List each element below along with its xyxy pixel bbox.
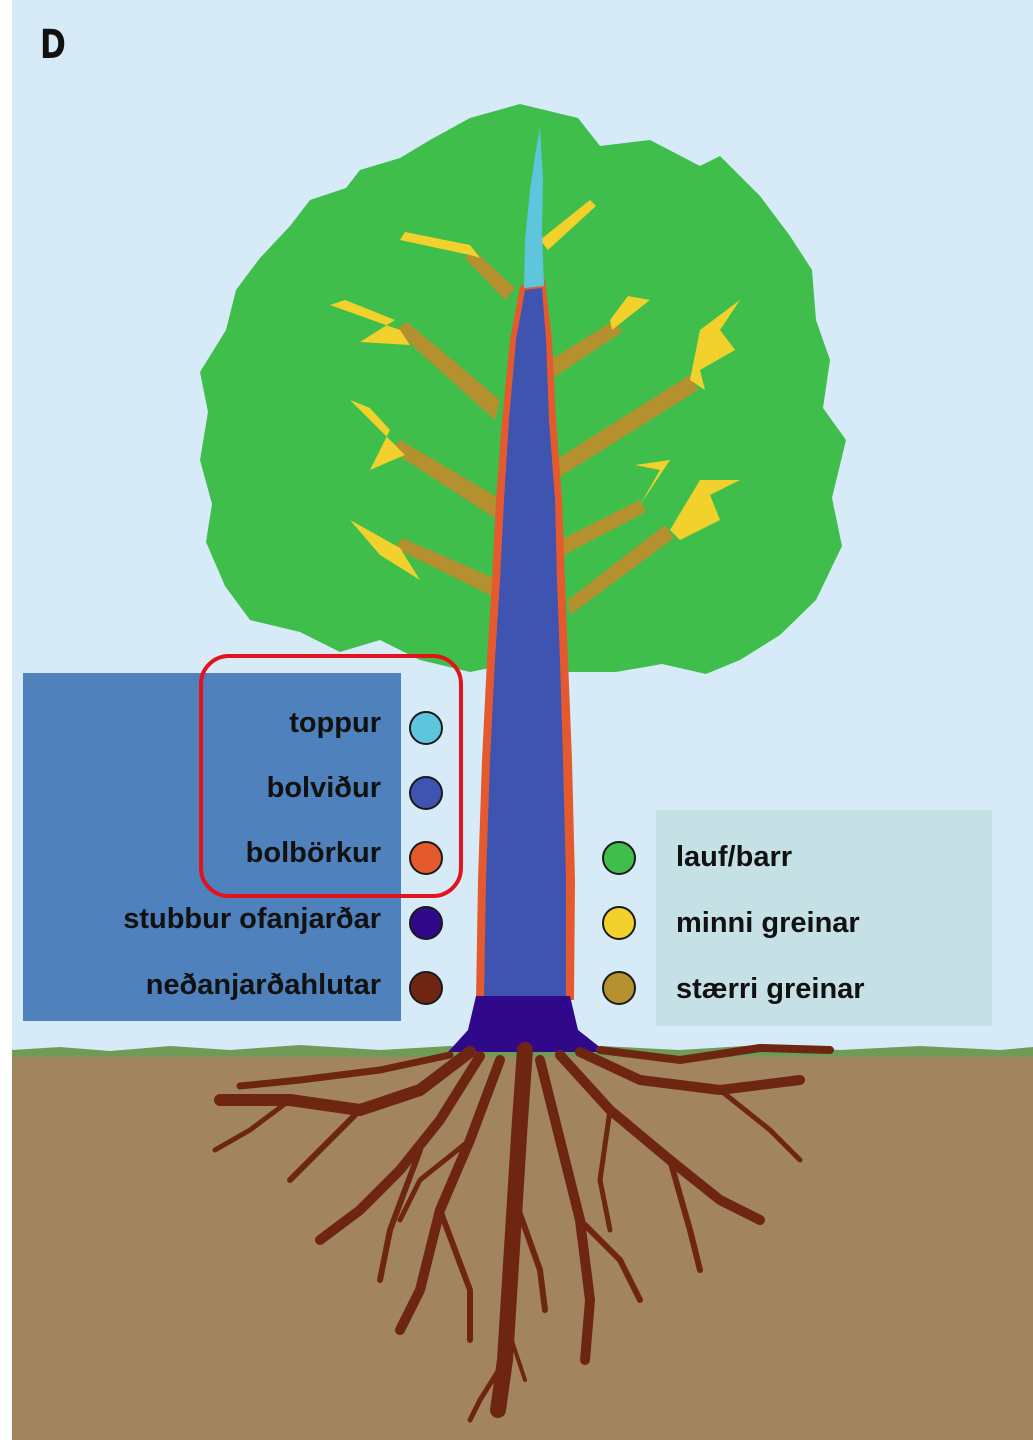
legend-dot-stump <box>409 906 443 940</box>
legend-label-smaller-branches: minni greinar <box>676 909 860 938</box>
legend-dot-roots <box>409 971 443 1005</box>
legend-label-stump: stubbur ofanjarðar <box>123 905 381 934</box>
legend-label-foliage: lauf/barr <box>676 843 792 872</box>
legend-dot-smaller-branches <box>602 906 636 940</box>
panel-letter: D <box>40 22 66 68</box>
legend-dot-larger-branches <box>602 971 636 1005</box>
legend-label-larger-branches: stærri greinar <box>676 975 865 1004</box>
legend-label-roots: neðanjarðahlutar <box>146 971 381 1000</box>
legend-dot-foliage <box>602 841 636 875</box>
highlight-box <box>199 654 463 898</box>
